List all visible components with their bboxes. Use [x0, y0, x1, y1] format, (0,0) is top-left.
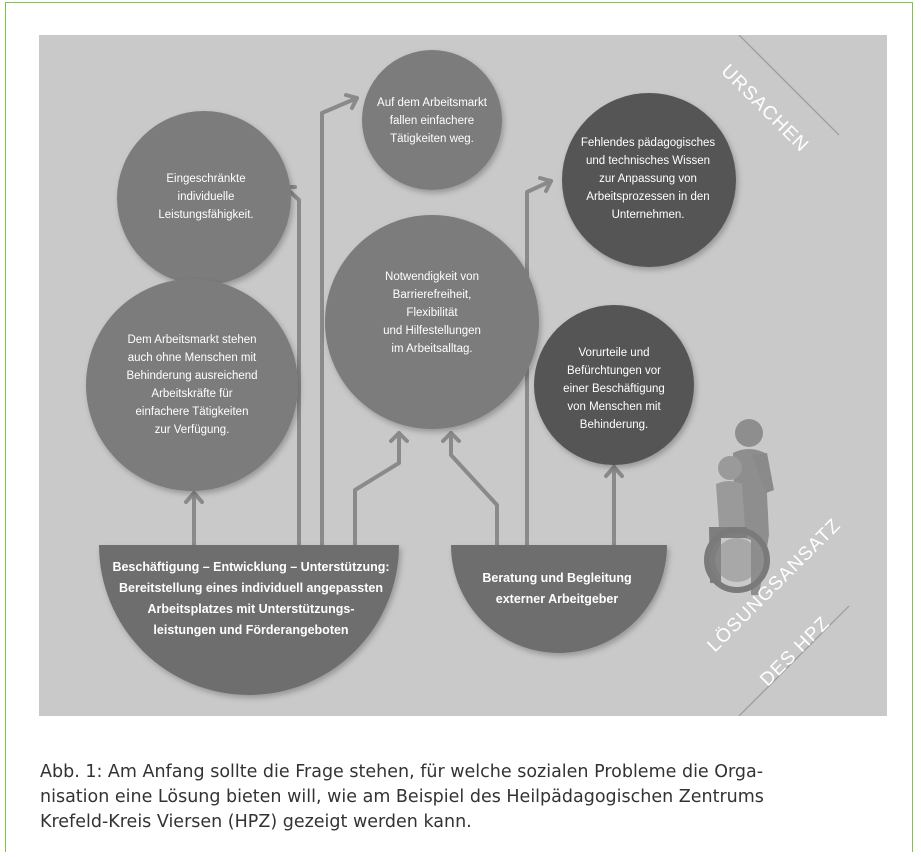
person-with-wheelchair-user-icon — [704, 419, 774, 595]
solution-beschaeftigung-shape — [99, 545, 399, 695]
arrowhead — [441, 431, 461, 443]
text-arbeitsmarkt-wegfall: Auf dem Arbeitsmarkt fallen einfachere T… — [377, 97, 487, 145]
arrowhead — [184, 491, 204, 504]
figure-caption: Abb. 1: Am Anfang sollte die Frage stehe… — [40, 760, 890, 835]
arrowhead — [538, 176, 553, 193]
text-leistungsfaehigkeit: Eingeschränkte individuelle Leistungsfäh… — [158, 173, 254, 221]
caption-line-3: Krefeld-Kreis Viersen (HPZ) gezeigt werd… — [40, 812, 472, 832]
text-solution-beratung: Beratung und Begleitung externer Arbeitg… — [482, 571, 632, 606]
arrow-to-wissen — [525, 179, 553, 547]
loesungsansatz-divider-line — [738, 605, 850, 716]
solution-beratung-shape — [451, 545, 667, 653]
text-solution-beschaeftigung: Beschäftigung – Entwicklung – Unterstütz… — [112, 560, 390, 637]
figure-frame — [5, 2, 913, 852]
bubble-arbeitsmarkt-wegfall — [362, 50, 502, 190]
text-arbeitskraefte: Dem Arbeitsmarkt stehen auch ohne Mensch… — [126, 334, 258, 436]
caption-line-2: nisation eine Lösung bieten will, wie am… — [40, 787, 764, 807]
text-vorurteile: Vorurteile und Befürchtungen vor einer B… — [563, 347, 665, 431]
arrowhead — [604, 465, 624, 478]
ursachen-divider-line — [738, 35, 840, 136]
bubble-leistungsfaehigkeit — [117, 111, 291, 285]
bubble-barrierefreiheit — [325, 215, 539, 429]
arrowhead — [344, 93, 359, 110]
bubble-vorurteile — [534, 305, 694, 465]
diagram-graphic — [86, 35, 850, 716]
diagram-panel: Eingeschränkte individuelle Leistungsfäh… — [39, 35, 887, 716]
text-barrierefreiheit: Notwendigkeit von Barrierefreiheit, Flex… — [383, 271, 481, 355]
caption-line-1: Abb. 1: Am Anfang sollte die Frage stehe… — [40, 762, 764, 782]
arrow-to-arbeitsmarkt-wegfall — [320, 96, 359, 547]
bubble-wissen — [562, 93, 736, 267]
arrowhead — [389, 431, 409, 443]
text-wissen: Fehlendes pädagogisches und technisches … — [580, 137, 716, 221]
bubble-arbeitskraefte — [86, 279, 298, 491]
arrow-to-barrierefreiheit-left — [353, 431, 401, 547]
arrow-to-barrierefreiheit-right — [449, 431, 499, 547]
